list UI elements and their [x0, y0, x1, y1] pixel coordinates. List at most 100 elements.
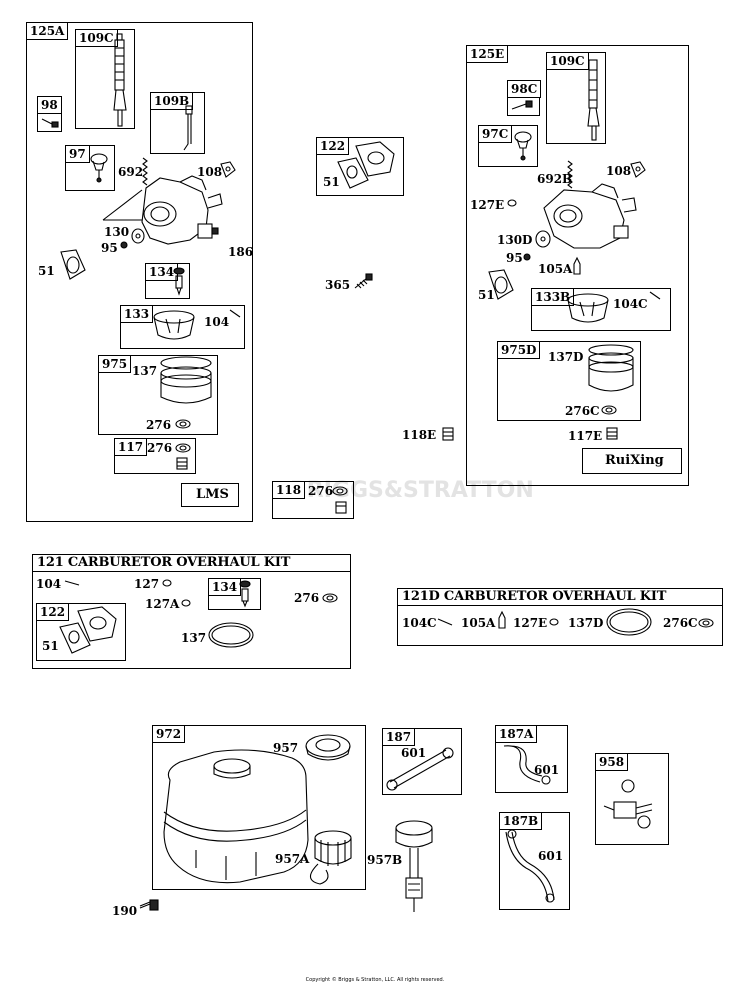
label-51: 51: [38, 264, 55, 278]
washer-icon: [131, 228, 145, 244]
label-104: 104: [36, 577, 62, 591]
subgroup-97c-tag: 97C: [478, 125, 513, 143]
label-957a: 957A: [275, 852, 310, 866]
watermark: BRIGGS&STRATTON: [290, 478, 534, 503]
subgroup-975d: 975D: [497, 341, 641, 421]
subgroup-109c-e-tag: 109C: [546, 52, 589, 70]
subgroup-133-tag: 133: [120, 305, 154, 323]
label-137d: 137D: [548, 350, 584, 364]
needle-icon: [573, 256, 581, 275]
clip-icon: [220, 161, 236, 178]
fuel-hose-icon: [505, 829, 555, 903]
washer-icon: [698, 618, 714, 628]
screw-icon: [120, 241, 128, 249]
screw-icon: [511, 100, 533, 110]
plug-icon: [549, 618, 559, 626]
screw-icon: [523, 253, 531, 261]
label-108: 108: [606, 164, 632, 178]
label-186: 186: [228, 245, 254, 259]
needle-icon: [239, 580, 251, 608]
brand-label: RuiXing: [605, 453, 664, 468]
group-187a: 187A: [495, 725, 568, 793]
label-118e: 118E: [402, 428, 437, 442]
group-187-tag: 187: [382, 728, 416, 746]
group-187: 187: [382, 728, 462, 795]
subgroup-975d-tag: 975D: [497, 341, 541, 359]
label-104: 104: [204, 315, 230, 329]
group-187a-tag: 187A: [495, 725, 538, 743]
pin-icon: [229, 309, 241, 318]
kit-121-subgroup-122: 122: [36, 603, 126, 661]
label-276: 276: [294, 591, 320, 605]
kit-121-subgroup-134: 134: [208, 578, 261, 610]
subgroup-98: 98: [37, 96, 62, 132]
float-bowl-icon: [588, 344, 634, 392]
kit-121-title: 121 CARBURETOR OVERHAUL KIT: [37, 555, 291, 570]
bolt-icon: [139, 899, 159, 911]
gasket-icon: [488, 269, 514, 300]
label-51: 51: [323, 175, 340, 189]
pin-icon: [64, 580, 80, 586]
label-127e: 127E: [470, 198, 505, 212]
subgroup-98c-tag: 98C: [507, 80, 542, 98]
kit-121-titlebar: [33, 555, 350, 572]
spring-icon: [567, 160, 573, 189]
bowl-nut-icon: [442, 427, 454, 441]
label-276c: 276C: [663, 616, 698, 630]
fuel-line-icon: [386, 747, 454, 791]
label-130d: 130D: [497, 233, 533, 247]
subgroup-109c-e: 109C: [546, 52, 606, 144]
bowl-nut-icon: [606, 427, 618, 440]
group-972-tag: 972: [152, 725, 186, 743]
label-51: 51: [478, 288, 495, 302]
primer-tube-icon: [587, 59, 600, 141]
carburetor-icon: [102, 175, 223, 245]
subgroup-109b: 109B: [150, 92, 205, 154]
primer-bulb-icon: [514, 131, 532, 161]
spring-icon: [142, 157, 148, 186]
label-104c: 104C: [613, 297, 648, 311]
kit-121: 121 CARBURETOR OVERHAUL KIT: [32, 554, 351, 669]
float-icon: [153, 310, 195, 340]
shutoff-valve-icon: [603, 779, 653, 829]
group-187b-tag: 187B: [499, 812, 543, 830]
label-601: 601: [534, 763, 560, 777]
kit-121-subgroup-134-tag: 134: [208, 578, 242, 596]
label-130: 130: [104, 225, 130, 239]
group-958: 958: [595, 753, 669, 845]
kit-121d: 121D CARBURETOR OVERHAUL KIT: [397, 588, 723, 646]
washer-icon: [175, 419, 191, 429]
label-137: 137: [181, 631, 207, 645]
fuel-cap-icon: [305, 734, 351, 761]
label-601: 601: [538, 849, 564, 863]
label-117e: 117E: [568, 429, 603, 443]
washer-icon: [535, 230, 551, 248]
plug-icon: [162, 579, 172, 587]
washer-icon: [175, 443, 191, 453]
group-125e-tag: 125E: [466, 45, 509, 63]
gasket-icon: [60, 249, 86, 280]
spacer-gasket-icon: [59, 606, 117, 654]
label-692: 692: [118, 165, 144, 179]
group-122-tag: 122: [316, 137, 350, 155]
plug-icon: [507, 199, 517, 207]
fuel-hose-icon: [503, 745, 551, 785]
group-958-tag: 958: [595, 753, 629, 771]
brand-box-lms: LMS: [181, 483, 239, 507]
label-137: 137: [132, 364, 158, 378]
spacer-gasket-icon: [337, 141, 395, 189]
fuel-cap-icon: [309, 830, 352, 885]
o-ring-icon: [606, 608, 652, 636]
primer-tube-icon: [113, 33, 127, 127]
subgroup-975-tag: 975: [98, 355, 132, 373]
throttle-shaft-icon: [183, 105, 193, 151]
label-601: 601: [401, 746, 427, 760]
float-icon: [567, 293, 609, 323]
subgroup-133b-tag: 133B: [531, 288, 575, 306]
subgroup-117-tag: 117: [114, 438, 148, 456]
group-118-tag: 118: [272, 481, 306, 499]
subgroup-134-tag: 134: [145, 263, 179, 281]
float-bowl-icon: [160, 356, 212, 404]
label-276c: 276C: [565, 404, 600, 418]
brand-label: LMS: [196, 487, 229, 502]
